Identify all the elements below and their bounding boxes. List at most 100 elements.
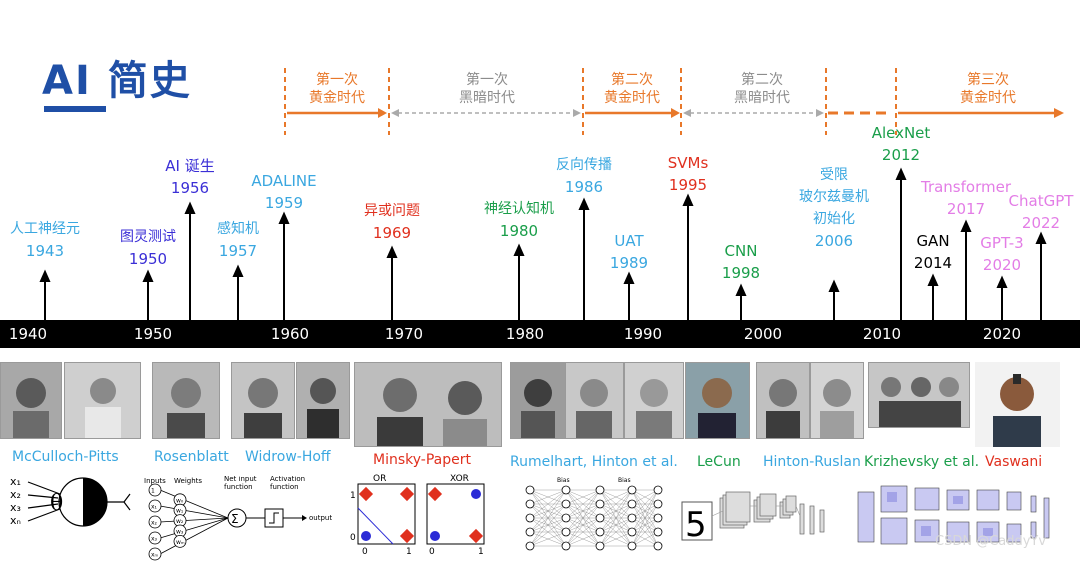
event-year: 1986 <box>564 178 604 196</box>
era-line: 第一次 <box>466 72 508 88</box>
event-arrow-head <box>386 245 398 258</box>
event-arrow-head <box>682 193 694 206</box>
tick-label: 1 <box>350 491 356 501</box>
name-widrow-hoff: Widrow-Hoff <box>245 449 331 465</box>
tick-label: 0 <box>350 533 356 543</box>
mlp-node <box>595 541 605 551</box>
mlp-edge <box>565 489 601 505</box>
net-input-label: Net input <box>224 476 257 483</box>
or-label: OR <box>373 474 386 484</box>
mlp-edge <box>529 517 567 547</box>
event-label: AI 诞生 <box>165 157 215 175</box>
perceptron-node-label: w₁ <box>176 508 184 515</box>
portrait-krizhevsky <box>868 362 970 428</box>
mlp-edge <box>631 489 659 505</box>
event-arrow-head <box>895 167 907 180</box>
mcp-neuron-figure: x₁ x₂ x₃ xₙ θ <box>10 476 131 527</box>
decade-label: 1950 <box>133 325 173 343</box>
decade-label: 2000 <box>743 325 783 343</box>
portrait-vaswani <box>975 362 1060 447</box>
watermark: CSDN @CaddyYv <box>935 534 1047 549</box>
decade-label: 1970 <box>384 325 424 343</box>
perceptron-node-label: w₂ <box>176 518 184 525</box>
event-label: UAT <box>614 232 644 250</box>
era-arrows <box>284 68 1064 135</box>
mlp-edge <box>599 531 633 547</box>
mlp-edge <box>631 489 659 519</box>
name-minsky-papert: Minsky-Papert <box>373 452 471 468</box>
page-title: AI 简史 <box>42 58 192 104</box>
mlp-node <box>561 541 571 551</box>
perceptron-input-node <box>148 499 162 513</box>
event-year: 1998 <box>721 264 761 282</box>
event-year: 1956 <box>170 179 210 197</box>
perceptron-edge <box>159 489 229 519</box>
event-label: 感知机 <box>217 221 259 237</box>
event-label: 初始化 <box>813 211 855 227</box>
portrait-rosenblatt <box>152 362 220 439</box>
portrait-rumelhart <box>510 362 566 439</box>
mlp-node <box>627 485 637 495</box>
mlp-edge <box>565 489 601 547</box>
event-year: 1943 <box>25 242 65 260</box>
mlp-node <box>525 485 535 495</box>
perceptron-node-label: wₘ <box>176 539 185 546</box>
event-year: 1980 <box>499 222 539 240</box>
event-arrow-head <box>1035 231 1047 244</box>
bias-label: Bias <box>618 477 631 484</box>
event-year: 2020 <box>982 256 1022 274</box>
event-label: ADALINE <box>251 172 317 190</box>
event-arrows <box>39 167 1047 320</box>
name-hinton-ruslan: Hinton-Ruslan <box>763 454 861 470</box>
event-year: 1957 <box>218 242 258 260</box>
perceptron-figure: Inputs Weights Net input function Activa… <box>144 476 332 561</box>
portrait-hinton <box>565 362 624 439</box>
portrait-hinton-2 <box>756 362 810 439</box>
activation-label-2: function <box>270 483 299 491</box>
mlp-node <box>653 541 663 551</box>
portrait-mcculloch <box>0 362 62 439</box>
event-arrow-head <box>184 201 196 214</box>
mlp-node <box>595 485 605 495</box>
perceptron-node-label: xₘ <box>151 552 159 559</box>
name-rosenblatt: Rosenblatt <box>154 449 229 465</box>
tick-label: 1 <box>406 547 412 557</box>
tick-label: 0 <box>429 547 435 557</box>
event-1956: AI 诞生 1956 <box>120 155 260 199</box>
era-second-dark: 第二次 黑暗时代 <box>702 71 822 107</box>
era-line: 第二次 <box>611 72 653 88</box>
event-label: SVMs <box>667 154 709 172</box>
perceptron-input-node <box>148 547 162 561</box>
tick-label: 1 <box>478 547 484 557</box>
digit-five: 5 <box>685 505 707 545</box>
event-label: 受限 <box>820 167 848 183</box>
mlp-node <box>627 499 637 509</box>
weights-label: Weights <box>174 477 202 485</box>
mlp-edge <box>631 531 659 547</box>
event-1957: 感知机 1957 <box>168 218 308 262</box>
or-xor-figure: OR XOR 1 0 0 1 0 1 <box>350 474 485 557</box>
perceptron-edge <box>159 505 229 519</box>
mlp-edge <box>631 489 659 533</box>
event-year: 2014 <box>913 254 953 272</box>
mlp-edge <box>565 517 601 547</box>
mlp-edge <box>529 489 567 533</box>
event-year: 1969 <box>372 224 412 242</box>
event-label: GAN <box>916 232 950 250</box>
event-label: GPT-3 <box>980 234 1024 252</box>
portrait-salakhutdinov <box>810 362 864 439</box>
mlp-edge <box>529 489 567 547</box>
mlp-edge <box>565 489 601 533</box>
mlp-edge <box>529 503 567 547</box>
mlp-node <box>525 499 535 509</box>
event-arrow-head <box>39 269 51 282</box>
event-label: ChatGPT <box>1008 192 1074 210</box>
mlp-edge <box>599 489 633 519</box>
decade-label: 1940 <box>8 325 48 343</box>
mlp-edge <box>631 489 659 547</box>
mlp-node <box>525 513 535 523</box>
